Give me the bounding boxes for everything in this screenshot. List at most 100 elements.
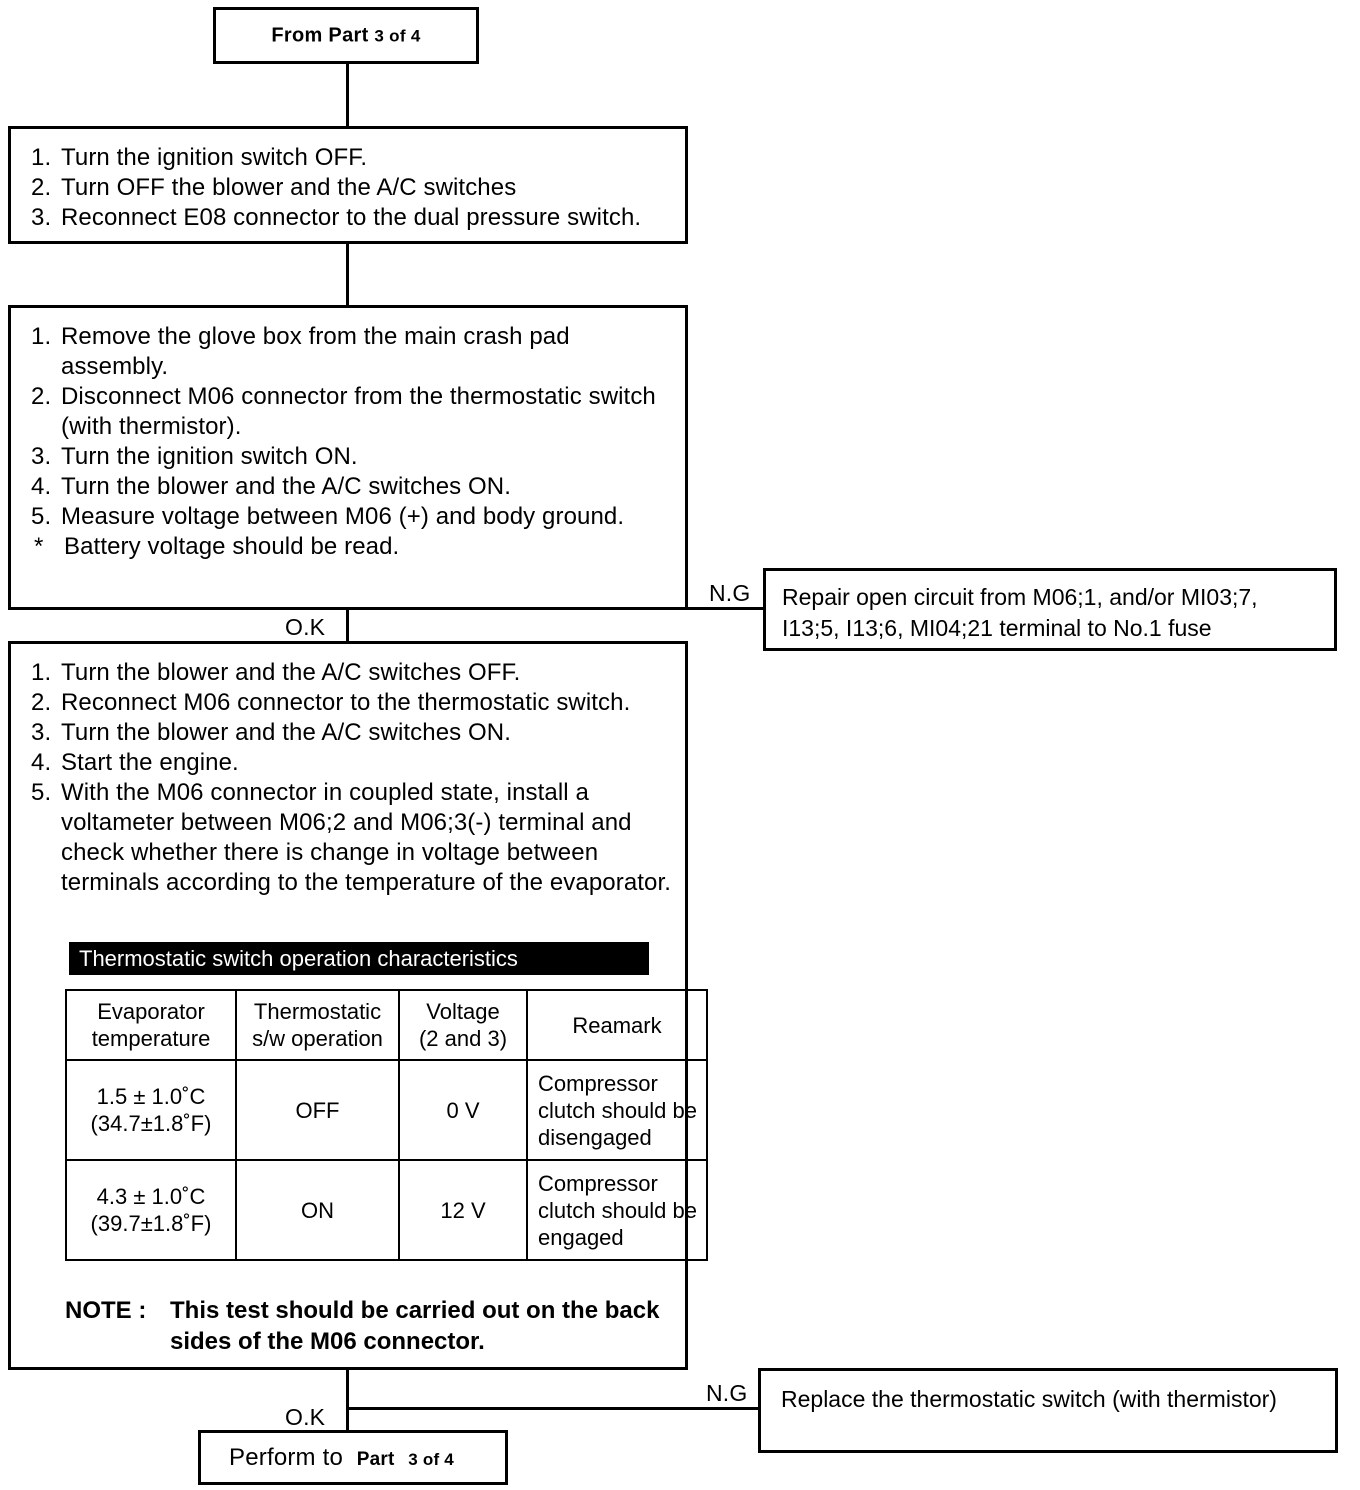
step-box-2: 1. Remove the glove box from the main cr… bbox=[8, 305, 688, 610]
step-number: 1. bbox=[31, 144, 52, 171]
ng-result-box-1: Repair open circuit from M06;1, and/or M… bbox=[763, 568, 1337, 651]
step-box-3: 1. Turn the blower and the A/C switches … bbox=[8, 641, 708, 1370]
list-item: * Battery voltage should be read. bbox=[31, 532, 675, 562]
temperature-fahrenheit: (39.7±1.8˚F) bbox=[90, 1211, 212, 1236]
step-number: * bbox=[34, 533, 44, 560]
step-number: 2. bbox=[31, 689, 52, 716]
list-item: 5. Measure voltage between M06 (+) and b… bbox=[31, 502, 675, 532]
step-number: 4. bbox=[31, 749, 52, 776]
header-line-2: (2 and 3) bbox=[418, 1026, 508, 1051]
temperature-celsius: 4.3 ± 1.0˚C bbox=[96, 1184, 206, 1209]
table-row: 1.5 ± 1.0˚C (34.7±1.8˚F) OFF 0 V Compres… bbox=[65, 1059, 708, 1161]
step-text: Reconnect E08 connector to the dual pres… bbox=[61, 204, 642, 231]
ng-1-line-1: Repair open circuit from M06;1, and/or M… bbox=[782, 584, 1258, 610]
step-text: Measure voltage between M06 (+) and body… bbox=[61, 503, 625, 530]
list-item: 1. Turn the ignition switch OFF. bbox=[31, 143, 675, 173]
step-box-1: 1. Turn the ignition switch OFF. 2. Turn… bbox=[8, 126, 688, 244]
step-box-2-list: 1. Remove the glove box from the main cr… bbox=[31, 322, 675, 562]
branch-label-ok-2: O.K bbox=[285, 1404, 326, 1430]
temperature-celsius: 1.5 ± 1.0˚C bbox=[96, 1084, 206, 1109]
cell-remark-row-2: Compressor clutch should be engaged bbox=[526, 1159, 708, 1261]
step-number: 4. bbox=[31, 473, 52, 500]
step-number: 3. bbox=[31, 443, 52, 470]
list-item: 3. Turn the blower and the A/C switches … bbox=[31, 718, 675, 748]
ng-result-box-2: Replace the thermostatic switch (with th… bbox=[758, 1368, 1338, 1453]
from-part-prefix: From Part bbox=[271, 24, 369, 46]
note-block: NOTE : This test should be carried out o… bbox=[65, 1295, 690, 1357]
cell-operation-row-2: ON bbox=[235, 1159, 400, 1261]
thermostatic-characteristics-table: Evaporator temperature Thermostatic s/w … bbox=[65, 989, 708, 1261]
note-row: NOTE : This test should be carried out o… bbox=[65, 1295, 690, 1357]
branch-ng-1-line bbox=[346, 607, 763, 610]
list-item: 5. With the M06 connector in coupled sta… bbox=[31, 778, 675, 898]
list-item: 1. Remove the glove box from the main cr… bbox=[31, 322, 675, 382]
step-text: Turn the ignition switch ON. bbox=[61, 443, 358, 470]
header-line-1: Reamark bbox=[572, 1012, 662, 1038]
table-row: 4.3 ± 1.0˚C (39.7±1.8˚F) ON 12 V Compres… bbox=[65, 1159, 708, 1261]
header-line-1: Evaporator bbox=[97, 999, 205, 1024]
perform-to-part-number: 3 of 4 bbox=[408, 1449, 454, 1469]
header-line-1: Thermostatic bbox=[253, 999, 382, 1024]
note-body: This test should be carried out on the b… bbox=[170, 1297, 660, 1355]
column-header-sw-operation: Thermostatic s/w operation bbox=[235, 989, 400, 1061]
step-number: 1. bbox=[31, 323, 52, 350]
step-text: Turn the blower and the A/C switches OFF… bbox=[61, 659, 521, 686]
table-title-text: Thermostatic switch operation characteri… bbox=[79, 945, 518, 971]
column-header-voltage: Voltage (2 and 3) bbox=[398, 989, 528, 1061]
column-header-remark: Reamark bbox=[526, 989, 708, 1061]
connector-top-to-step1 bbox=[346, 63, 349, 127]
cell-voltage-row-2: 12 V bbox=[398, 1159, 528, 1261]
step-number: 2. bbox=[31, 383, 52, 410]
column-header-evaporator-temperature: Evaporator temperature bbox=[65, 989, 237, 1061]
perform-to-prefix: Perform to bbox=[229, 1443, 344, 1471]
note-tag: NOTE : bbox=[65, 1297, 147, 1324]
step-text: Disconnect M06 connector from the thermo… bbox=[61, 383, 656, 440]
step-text: Turn the blower and the A/C switches ON. bbox=[61, 473, 511, 500]
step-box-3-list: 1. Turn the blower and the A/C switches … bbox=[31, 658, 675, 898]
step-box-1-list: 1. Turn the ignition switch OFF. 2. Turn… bbox=[31, 143, 675, 233]
step-text: Battery voltage should be read. bbox=[64, 533, 400, 560]
ng-result-box-1-text: Repair open circuit from M06;1, and/or M… bbox=[782, 582, 1326, 644]
connector-step1-to-step2 bbox=[346, 243, 349, 307]
step-text: Turn the ignition switch OFF. bbox=[61, 144, 368, 171]
step-text: Start the engine. bbox=[61, 749, 239, 776]
header-line-1: Voltage bbox=[426, 999, 500, 1024]
perform-to-label: Perform to Part 3 of 4 bbox=[229, 1444, 454, 1472]
step-text: With the M06 connector in coupled state,… bbox=[61, 779, 672, 896]
step-number: 3. bbox=[31, 204, 52, 231]
list-item: 3. Reconnect E08 connector to the dual p… bbox=[31, 203, 675, 233]
temperature-fahrenheit: (34.7±1.8˚F) bbox=[90, 1111, 212, 1136]
cell-remark-row-1: Compressor clutch should be disengaged bbox=[526, 1059, 708, 1161]
connector-step2-to-step3 bbox=[346, 610, 349, 642]
step-number: 1. bbox=[31, 659, 52, 686]
step-number: 5. bbox=[31, 503, 52, 530]
list-item: 2. Reconnect M06 connector to the thermo… bbox=[31, 688, 675, 718]
header-line-2: s/w operation bbox=[252, 1026, 383, 1051]
from-part-number: 3 of 4 bbox=[374, 26, 421, 45]
from-part-label: From Part 3 of 4 bbox=[216, 24, 476, 47]
list-item: 1. Turn the blower and the A/C switches … bbox=[31, 658, 675, 688]
from-part-terminal-box: From Part 3 of 4 bbox=[213, 7, 479, 64]
step-number: 2. bbox=[31, 174, 52, 201]
list-item: 2. Disconnect M06 connector from the the… bbox=[31, 382, 675, 442]
ng-result-box-2-text: Replace the thermostatic switch (with th… bbox=[781, 1386, 1277, 1412]
step-text: Remove the glove box from the main crash… bbox=[61, 323, 570, 380]
step-number: 3. bbox=[31, 719, 52, 746]
branch-ng-2-line bbox=[346, 1407, 758, 1410]
cell-operation-row-1: OFF bbox=[235, 1059, 400, 1161]
branch-label-ng-1: N.G bbox=[709, 580, 751, 606]
list-item: 2. Turn OFF the blower and the A/C switc… bbox=[31, 173, 675, 203]
ng-1-line-2: I13;5, I13;6, MI04;21 terminal to No.1 f… bbox=[782, 615, 1212, 641]
connector-step3-to-bottom bbox=[346, 1370, 349, 1432]
header-line-2: temperature bbox=[91, 1026, 211, 1051]
cell-temperature-row-2: 4.3 ± 1.0˚C (39.7±1.8˚F) bbox=[65, 1159, 237, 1261]
branch-label-ng-2: N.G bbox=[706, 1380, 748, 1406]
branch-label-ok-1: O.K bbox=[285, 614, 326, 640]
perform-to-part-word: Part bbox=[356, 1448, 395, 1470]
list-item: 3. Turn the ignition switch ON. bbox=[31, 442, 675, 472]
table-header-row: Evaporator temperature Thermostatic s/w … bbox=[65, 989, 708, 1061]
cell-temperature-row-1: 1.5 ± 1.0˚C (34.7±1.8˚F) bbox=[65, 1059, 237, 1161]
list-item: 4. Start the engine. bbox=[31, 748, 675, 778]
step-number: 5. bbox=[31, 779, 52, 806]
